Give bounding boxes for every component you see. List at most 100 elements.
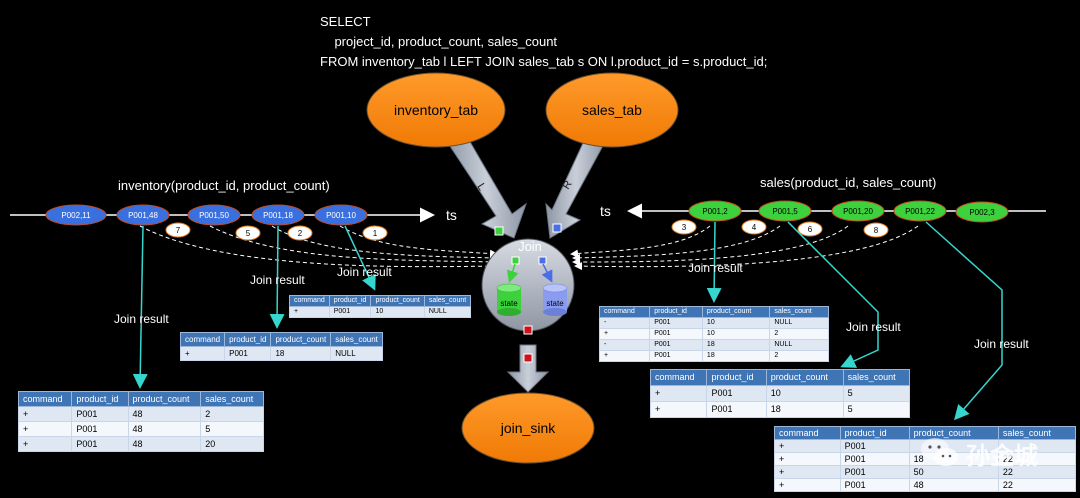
inv-event-2-label: P001,48 (128, 211, 158, 220)
table-cell: 18 (765, 401, 844, 418)
column-header-command: command (289, 295, 330, 307)
table-cell: 5 (842, 385, 911, 402)
table-cell: + (649, 385, 708, 402)
left-dashed-links (139, 225, 498, 271)
table-cell: NULL (769, 317, 829, 329)
table-cell: P001 (328, 306, 372, 318)
table-cell: P001 (706, 401, 767, 418)
join-right-flow (541, 263, 553, 283)
table-cell: P001 (649, 350, 703, 362)
dash-link-p001-2 (570, 225, 711, 258)
dash-link-p001-48 (139, 225, 496, 271)
right-input-arrow (545, 127, 607, 239)
sales-order-6-label: 6 (808, 225, 813, 234)
column-header-product-id: product_id (328, 295, 372, 307)
table-cell: 18 (270, 346, 332, 361)
table-cell: 5 (200, 421, 264, 437)
table-cell: 2 (769, 350, 829, 362)
table-cell: NULL (330, 346, 383, 361)
join-left-flow (506, 263, 519, 283)
sales-order-badges: 3 4 6 8 (671, 219, 889, 238)
result-arrow-p001-18 (269, 225, 285, 329)
table-cell: P001 (839, 478, 910, 492)
column-header-command: command (649, 369, 708, 386)
join-result-label-6: Join result (974, 337, 1029, 351)
table-row: +P001 (774, 439, 1077, 453)
watermark: 孙金城 (918, 430, 1068, 474)
table-cell: 48 (127, 421, 202, 437)
table-cell: P001 (224, 346, 272, 361)
table-cell: 18 (701, 339, 771, 351)
join-left-input-marker (511, 256, 520, 265)
wechat-icon (921, 438, 958, 466)
inventory-events: P002,11 P001,48 P001,50 P001,18 P001,10 (45, 204, 368, 226)
inv-order-7 (165, 222, 191, 238)
table-cell: 10 (370, 306, 425, 318)
left-state-label: state (500, 299, 518, 308)
column-header-command: command (774, 426, 841, 440)
table-cell: + (649, 401, 708, 418)
sales-order-4 (741, 219, 767, 235)
table-cell: + (289, 306, 330, 318)
join-result-label-2: Join result (250, 273, 305, 287)
column-header-product-id: product_id (839, 426, 910, 440)
table-cell: P001 (839, 452, 910, 466)
table-cell: + (598, 328, 651, 340)
table-cell: 5 (842, 401, 911, 418)
table-cell: 10 (765, 385, 844, 402)
table-cell: + (774, 465, 841, 479)
sales-event-2 (758, 200, 812, 222)
left-arrow-marker (494, 226, 504, 236)
table-cell: P001 (839, 465, 910, 479)
table-cell: + (774, 439, 841, 453)
inv-event-1-label: P002,11 (61, 211, 91, 220)
join-output-marker (523, 325, 533, 335)
join-result-label-3: Join result (114, 312, 169, 326)
dash-link-p001-22 (574, 225, 919, 271)
table-cell: 48 (908, 478, 999, 492)
inv-order-1 (362, 225, 388, 241)
table-cell: P001 (839, 439, 910, 453)
inventory-ts-label: ts (446, 207, 457, 223)
column-header-product-count: product_count (127, 391, 202, 407)
column-header-product-id: product_id (649, 306, 703, 318)
column-header-sales-count: sales_count (200, 391, 264, 407)
inv-order-1-label: 1 (373, 229, 378, 238)
inv-order-2-label: 2 (298, 229, 303, 238)
column-header-sales-count: sales_count (997, 426, 1077, 440)
watermark-text: 孙金城 (966, 442, 1038, 470)
join-result-label-5: Join result (846, 320, 901, 334)
sales-event-2-label: P001,5 (772, 207, 798, 216)
sales-events: P001,2 P001,5 P001,20 P001,22 P002,3 (688, 200, 1009, 223)
column-header-product-count: product_count (765, 369, 844, 386)
sql-line-1: SELECT (320, 14, 371, 29)
sales-event-3 (831, 200, 885, 222)
result-arrow-p001-48 (132, 225, 148, 389)
inv-event-4-label: P001,18 (263, 211, 293, 220)
table-cell: + (774, 478, 841, 492)
table-cell: P001 (706, 385, 767, 402)
inv-event-3 (187, 204, 241, 226)
right-arrow-marker (552, 223, 562, 233)
table-cell: 18 (701, 350, 771, 362)
inv-order-2 (287, 225, 313, 241)
inv-event-2 (116, 204, 170, 226)
join-sink (461, 392, 595, 464)
table-cell: 10 (701, 328, 771, 340)
